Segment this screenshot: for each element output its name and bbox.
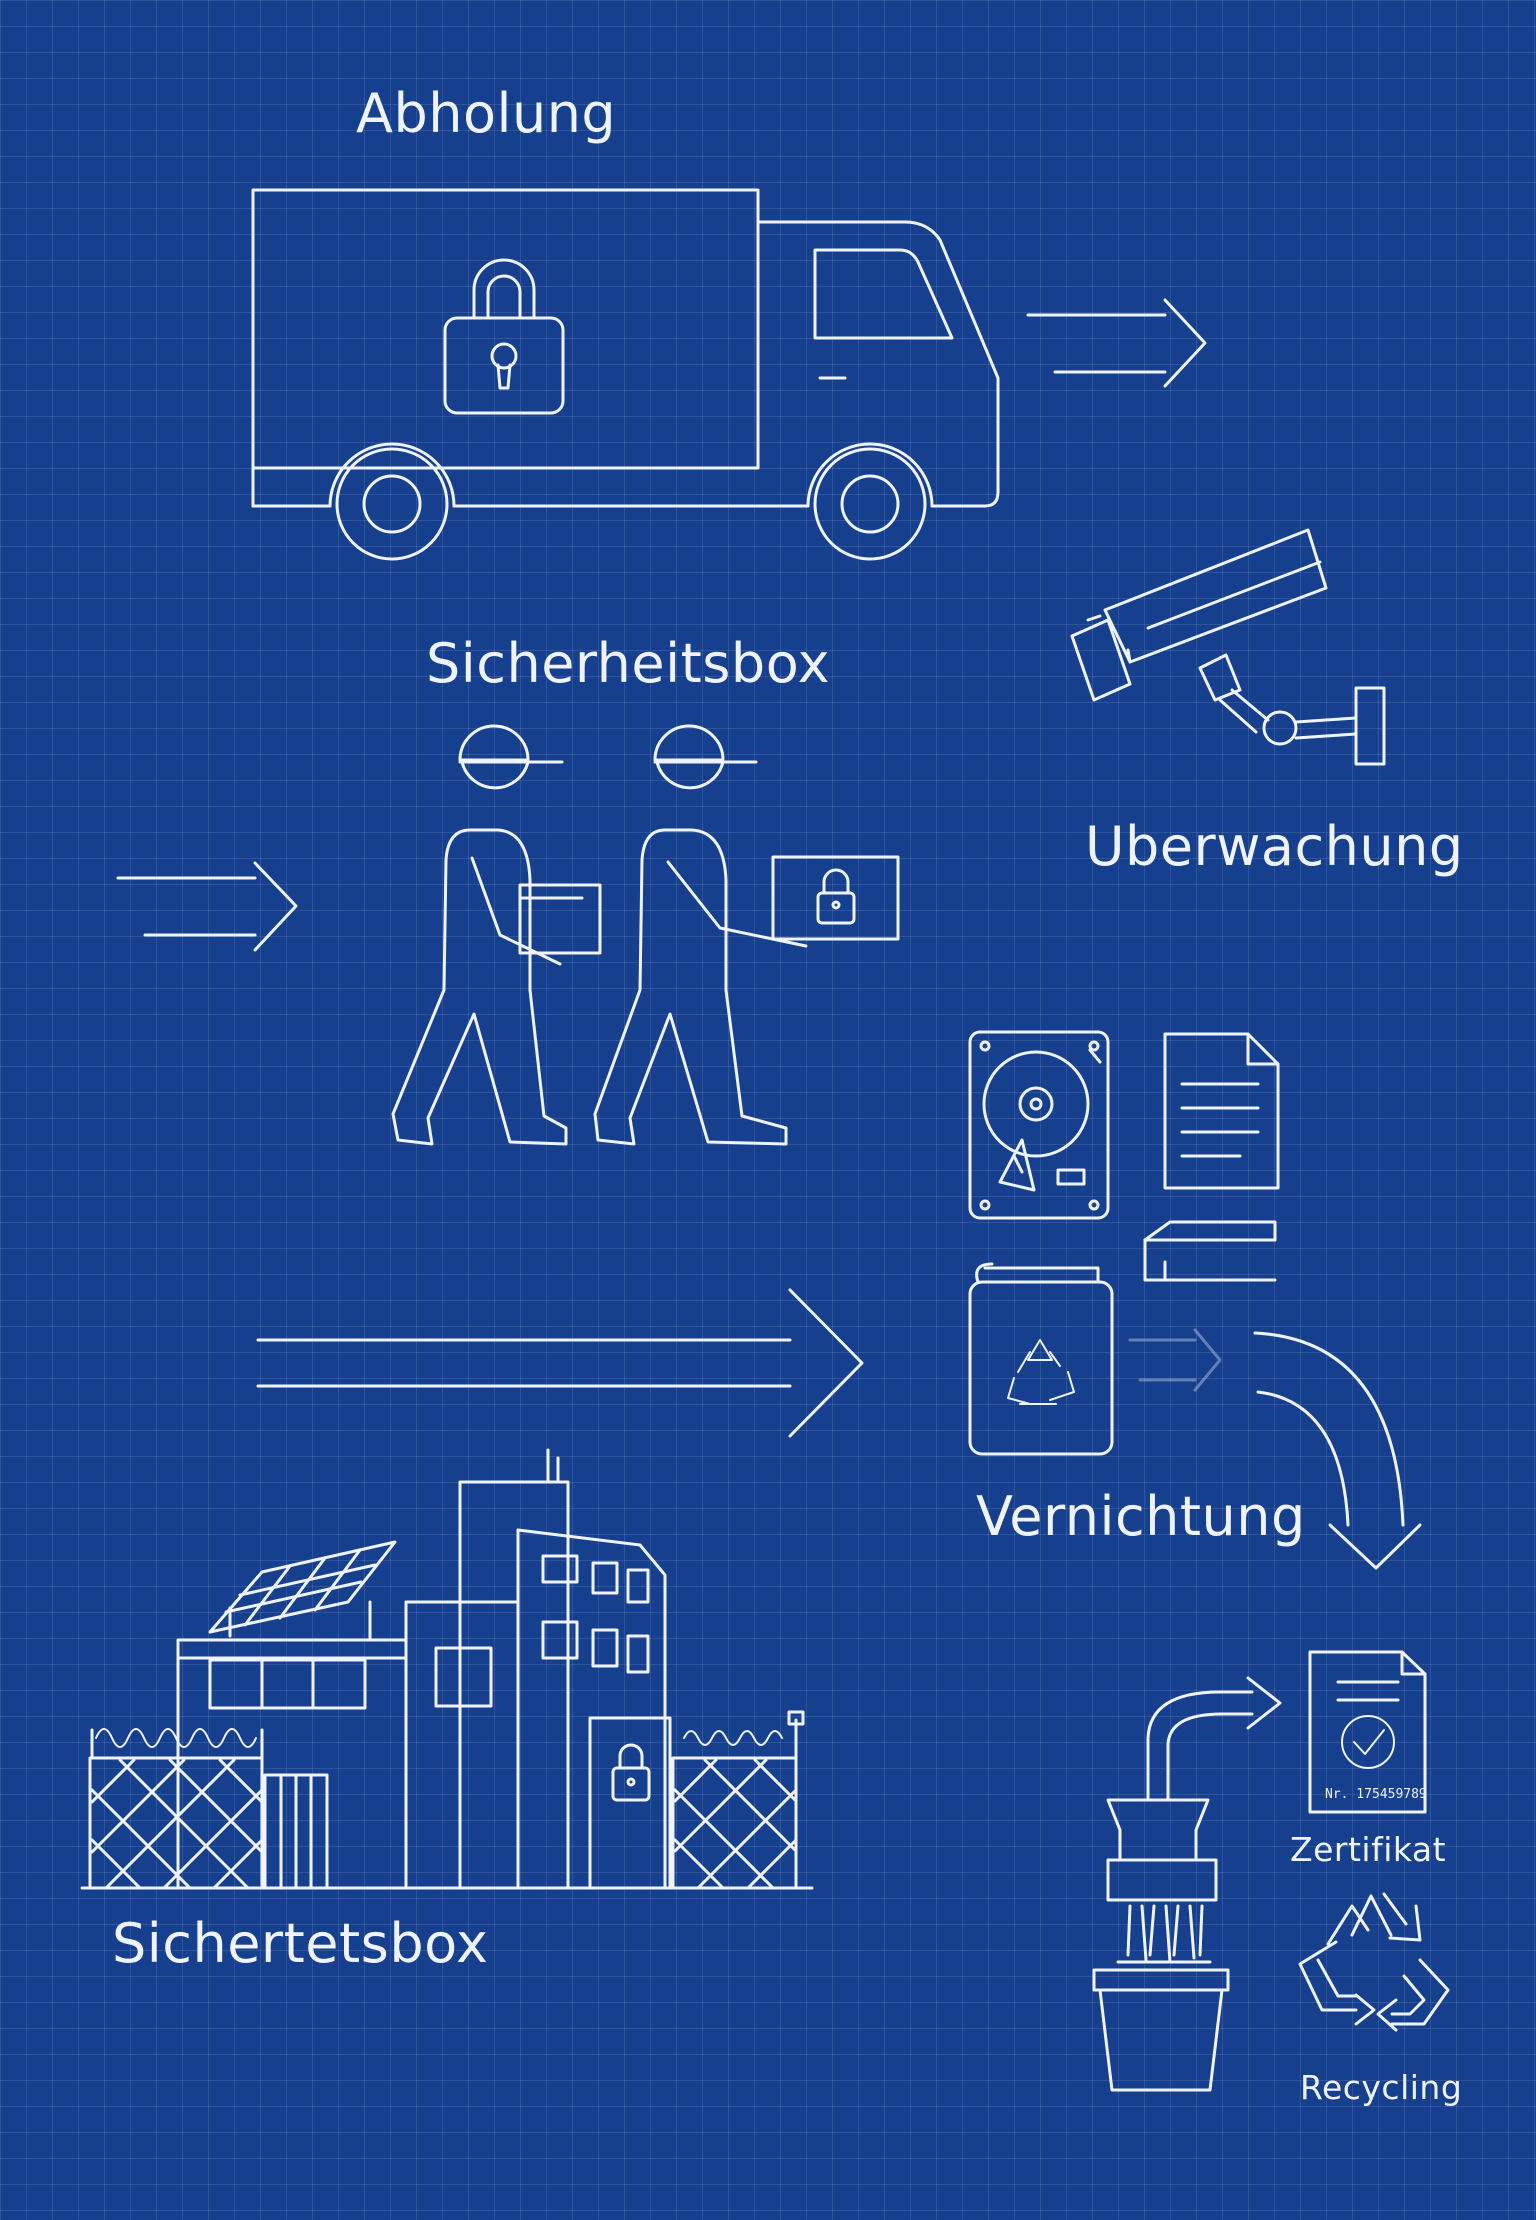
label-recycling: Recycling xyxy=(1300,2068,1463,2107)
arrow-right-icon xyxy=(116,861,298,952)
label-sichertetsbox: Sichertetsbox xyxy=(112,1912,489,1975)
storage-tape-icon xyxy=(1143,1220,1277,1282)
label-uberwachung: Uberwachung xyxy=(1085,815,1464,878)
secure-facility-icon xyxy=(80,1448,814,1890)
curved-arrow-down-icon xyxy=(1253,1331,1422,1570)
recycle-bin-icon xyxy=(968,1262,1114,1456)
hard-drive-icon xyxy=(968,1030,1110,1220)
document-icon xyxy=(1163,1032,1280,1190)
arrow-right-icon xyxy=(1026,298,1207,388)
security-truck-icon xyxy=(251,188,1000,561)
long-arrow-right-icon xyxy=(256,1288,864,1438)
label-abholung: Abholung xyxy=(356,82,617,145)
label-vernichtung: Vernichtung xyxy=(976,1485,1306,1548)
faint-arrow-icon xyxy=(1128,1328,1222,1392)
recycling-icon xyxy=(1298,1892,1450,2032)
surveillance-camera-icon xyxy=(1070,528,1386,766)
certificate-icon xyxy=(1308,1650,1427,1814)
label-sicherheitsbox: Sicherheitsbox xyxy=(426,632,831,695)
certificate-serial-number: Nr. 175459789 xyxy=(1325,1787,1427,1802)
shredder-icon xyxy=(1092,1676,1282,2092)
label-zertifikat: Zertifikat xyxy=(1290,1830,1447,1869)
workers-carrying-boxes-icon xyxy=(391,724,900,1146)
